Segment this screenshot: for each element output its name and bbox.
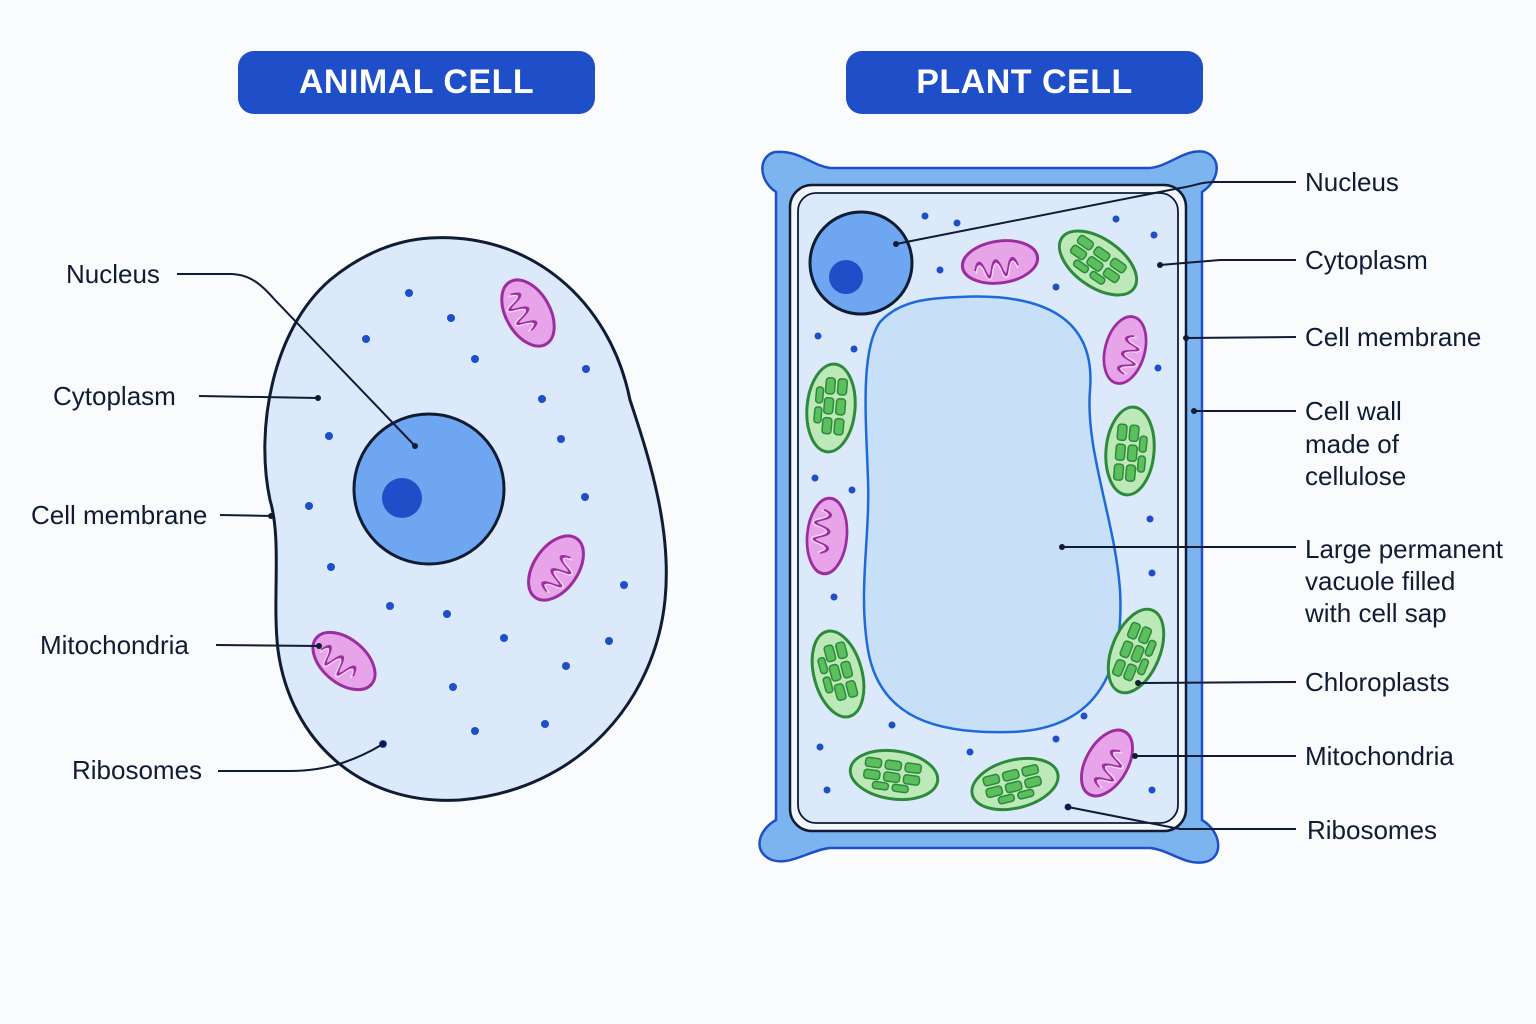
plant-cell-title: PLANT CELL — [846, 51, 1203, 114]
plant-cell — [758, 150, 1297, 864]
plant-ribosomes — [811, 212, 1162, 811]
animal-label-membrane: Cell membrane — [31, 500, 208, 530]
plant-label-ribosomes: Ribosomes — [1307, 815, 1438, 845]
animal-label-mitochondria: Mitochondria — [40, 630, 189, 660]
plant-leader-dots — [893, 241, 1197, 810]
plant-label-vacuole-line-2: vacuole filled — [1305, 566, 1456, 596]
animal-label-cytoplasm: Cytoplasm — [53, 381, 176, 411]
plant-vacuole — [862, 295, 1122, 734]
plant-label-cell-wall-line-1: Cell wall — [1305, 396, 1402, 426]
animal-ribosomes — [305, 289, 628, 748]
plant-label-cytoplasm: Cytoplasm — [1305, 245, 1428, 275]
plant-label-chloroplasts: Chloroplasts — [1305, 667, 1450, 697]
animal-leader-dots — [268, 395, 418, 747]
plant-label-membrane: Cell membrane — [1305, 322, 1482, 352]
animal-label-nucleus: Nucleus — [66, 259, 160, 289]
animal-nucleus — [352, 412, 506, 566]
plant-label-vacuole-line-1: Large permanent — [1305, 534, 1504, 564]
plant-label-cell-wall-line-2: made of — [1305, 429, 1399, 459]
plant-label-vacuole-line-3: with cell sap — [1305, 598, 1447, 628]
animal-cell — [177, 236, 668, 802]
plant-label-cell-wall-line-3: cellulose — [1305, 461, 1407, 491]
plant-label-mitochondria: Mitochondria — [1305, 741, 1454, 771]
animal-cell-title: ANIMAL CELL — [238, 51, 595, 114]
animal-leader-lines — [177, 273, 416, 772]
animal-nucleolus — [382, 478, 422, 518]
plant-leader-lines — [895, 181, 1297, 830]
plant-nucleolus — [829, 260, 863, 294]
animal-label-ribosomes: Ribosomes — [72, 755, 203, 785]
plant-nucleus — [808, 210, 914, 316]
plant-label-nucleus: Nucleus — [1305, 167, 1399, 197]
